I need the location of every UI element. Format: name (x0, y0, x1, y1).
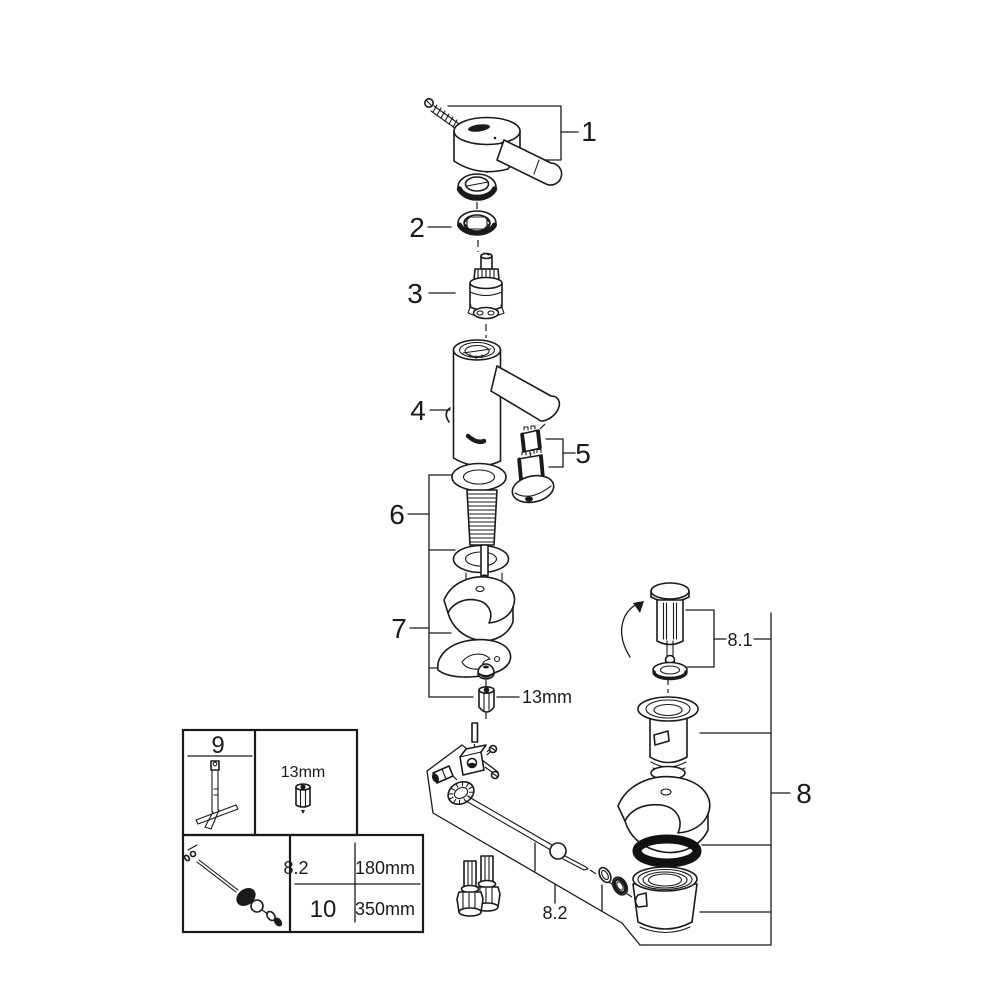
part-7-mounting-hardware (437, 576, 516, 713)
pivot-plug (431, 765, 454, 784)
callout-1-label: 1 (581, 116, 597, 147)
ball-rod (465, 796, 589, 871)
socket-size-label: 13mm (281, 764, 325, 781)
part-1-handle-assembly (423, 98, 563, 186)
length-cell-cross (294, 842, 421, 923)
part-8-1-drain-plug (621, 582, 690, 681)
callout-6-label: 6 (389, 499, 405, 530)
drain-flange (637, 696, 699, 781)
drain-body (632, 866, 698, 934)
knurled-packing-nut (447, 780, 475, 806)
mounting-tool-icon (195, 760, 239, 830)
lever-arm (496, 139, 563, 186)
socket-nut-icon (295, 783, 311, 814)
center-rod (480, 544, 489, 577)
dome-nut (477, 663, 495, 680)
callout-8-2-ticks (534, 842, 603, 912)
callout-5-label: 5 (575, 438, 591, 469)
rod-disc (236, 887, 256, 907)
handle-slot (468, 124, 490, 132)
callout-8-bracket (639, 612, 772, 946)
part-6-mounting-seals (451, 462, 510, 590)
callout-8-ticks (699, 732, 772, 913)
row-2-length: 350mm (355, 899, 415, 919)
callout-1-bracket (447, 105, 562, 161)
callout-labels: 1 2 3 4 5 6 7 8 8.1 8.2 13mm (389, 116, 812, 923)
callout-2-label: 2 (409, 212, 425, 243)
aerator-housing (511, 474, 555, 504)
callout-8-2-bracket (426, 744, 641, 946)
rotation-arrow (621, 602, 640, 658)
callout-5-bracket (545, 438, 564, 468)
part-8-drain-assembly (617, 696, 711, 934)
tool-ref-label: 9 (211, 732, 224, 759)
part-5-aerator (511, 425, 555, 504)
callout-8-label: 8 (796, 778, 812, 809)
callout-8-1-bracket (685, 609, 715, 668)
hose-left (456, 860, 484, 917)
callout-13mm-label: 13mm (522, 687, 572, 707)
row-2-ref: 10 (310, 896, 337, 923)
table-bottom-box (181, 833, 425, 934)
rod-o-ring (598, 866, 612, 884)
rod-ball (250, 899, 264, 913)
legend-table: 9 13mm (181, 728, 425, 934)
part-2-retaining-ring (457, 210, 497, 236)
row-1-ref: 8.2 (283, 858, 308, 878)
callout-4-label: 4 (410, 395, 426, 426)
rubber-wedge (443, 576, 516, 624)
plug-body (656, 599, 684, 646)
socket-cell: 13mm (281, 764, 325, 814)
hex-nut-13mm (478, 685, 495, 713)
escutcheon-ring (456, 173, 498, 201)
spout (490, 365, 561, 422)
drain-side-inlet (634, 892, 648, 908)
callout-7-label: 7 (391, 613, 407, 644)
rod-washer (611, 876, 629, 896)
lever-handle (453, 116, 563, 186)
rotation-arrowhead (633, 601, 644, 613)
body-hook-detail (445, 407, 451, 423)
body-mark (465, 433, 487, 445)
length-cell: 8.2 180mm 10 350mm (283, 842, 421, 923)
coupler-block (459, 744, 487, 776)
plug-cap (650, 582, 690, 603)
drain-wedge-gasket (617, 775, 711, 854)
part-3-cartridge (467, 252, 505, 320)
callout-8-1-label: 8.1 (727, 630, 752, 650)
o-ring-top (451, 462, 507, 492)
plug-seal (652, 661, 688, 681)
part-8-2-linkage (431, 722, 629, 896)
rod-cell (183, 844, 283, 927)
drain-o-ring (632, 834, 702, 868)
callout-3-label: 3 (407, 278, 423, 309)
supply-hoses (456, 855, 501, 917)
clamp-screws (486, 744, 500, 780)
tool-cell: 9 (187, 732, 253, 830)
callout-leader-lines (407, 105, 791, 946)
table-dividers (253, 730, 292, 932)
pull-rod-top (471, 722, 479, 743)
callout-8-2-label: 8.2 (542, 903, 567, 923)
part-4-faucet-body (445, 339, 561, 467)
callout-6-7-ticks (428, 474, 478, 698)
row-1-length: 180mm (355, 858, 415, 878)
